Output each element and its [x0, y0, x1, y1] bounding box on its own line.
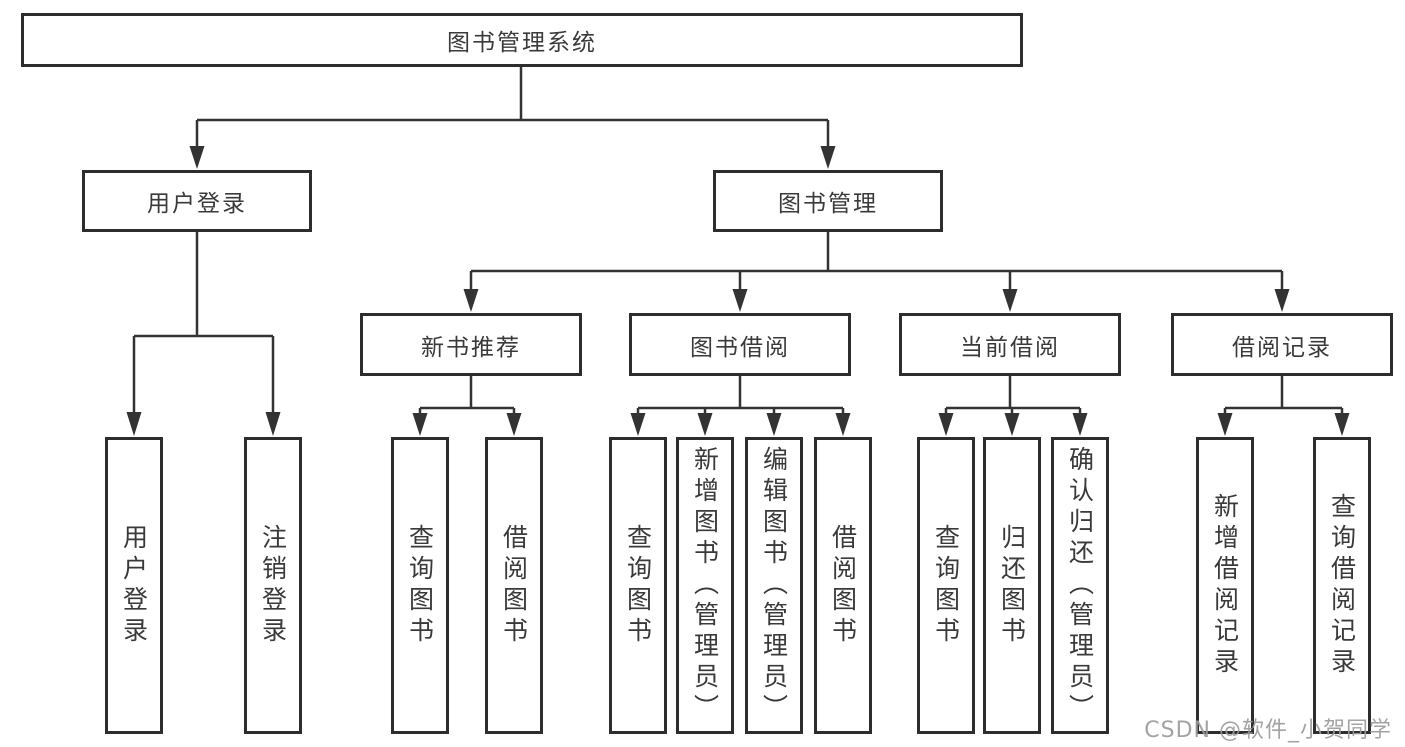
node-user-login: 用户登录: [82, 170, 312, 232]
leaf-query-books-borrowing-label: 查询图书: [623, 523, 653, 648]
leaf-logout: 注销登录: [244, 437, 302, 734]
leaf-confirm-return-admin-label: 确认归还（管理员）: [1065, 446, 1095, 725]
node-user-login-label: 用户登录: [147, 191, 247, 217]
leaf-query-books-current: 查询图书: [917, 437, 975, 734]
node-current-borrowing-label: 当前借阅: [960, 334, 1060, 361]
leaf-return-book-label: 归还图书: [997, 523, 1027, 648]
node-current-borrowing: 当前借阅: [899, 313, 1121, 376]
leaf-add-borrow-record: 新增借阅记录: [1196, 437, 1254, 734]
node-root: 图书管理系统: [21, 13, 1023, 67]
node-book-management-label: 图书管理: [778, 191, 878, 217]
leaf-query-books-recommend: 查询图书: [391, 437, 449, 734]
leaf-query-books-current-label: 查询图书: [931, 523, 961, 648]
leaf-borrow-books: 借阅图书: [814, 437, 872, 734]
node-new-book-recommend-label: 新书推荐: [421, 334, 521, 361]
leaf-user-login-label: 用户登录: [119, 523, 149, 648]
leaf-add-book-admin-label: 新增图书（管理员）: [690, 446, 720, 725]
leaf-edit-book-admin: 编辑图书（管理员）: [745, 437, 803, 734]
node-new-book-recommend: 新书推荐: [360, 313, 582, 376]
node-borrowing-records-label: 借阅记录: [1232, 334, 1332, 361]
leaf-borrow-books-label: 借阅图书: [828, 523, 858, 648]
leaf-query-books-recommend-label: 查询图书: [405, 523, 435, 648]
node-book-management: 图书管理: [713, 170, 943, 232]
node-book-borrowing-label: 图书借阅: [690, 334, 790, 361]
leaf-borrow-books-recommend: 借阅图书: [485, 437, 543, 734]
node-borrowing-records: 借阅记录: [1171, 313, 1393, 376]
leaf-add-borrow-record-label: 新增借阅记录: [1210, 492, 1240, 679]
leaf-query-books-borrowing: 查询图书: [609, 437, 667, 734]
csdn-watermark: CSDN @软件_小贺同学: [1144, 718, 1392, 743]
leaf-return-book: 归还图书: [983, 437, 1041, 734]
leaf-edit-book-admin-label: 编辑图书（管理员）: [759, 446, 789, 725]
leaf-user-login: 用户登录: [105, 437, 163, 734]
leaf-query-borrow-record: 查询借阅记录: [1313, 437, 1371, 734]
leaf-add-book-admin: 新增图书（管理员）: [676, 437, 734, 734]
leaf-logout-label: 注销登录: [258, 523, 288, 648]
leaf-query-borrow-record-label: 查询借阅记录: [1327, 492, 1357, 679]
leaf-borrow-books-recommend-label: 借阅图书: [499, 523, 529, 648]
node-root-label: 图书管理系统: [447, 30, 597, 56]
node-book-borrowing: 图书借阅: [629, 313, 851, 376]
leaf-confirm-return-admin: 确认归还（管理员）: [1051, 437, 1109, 734]
